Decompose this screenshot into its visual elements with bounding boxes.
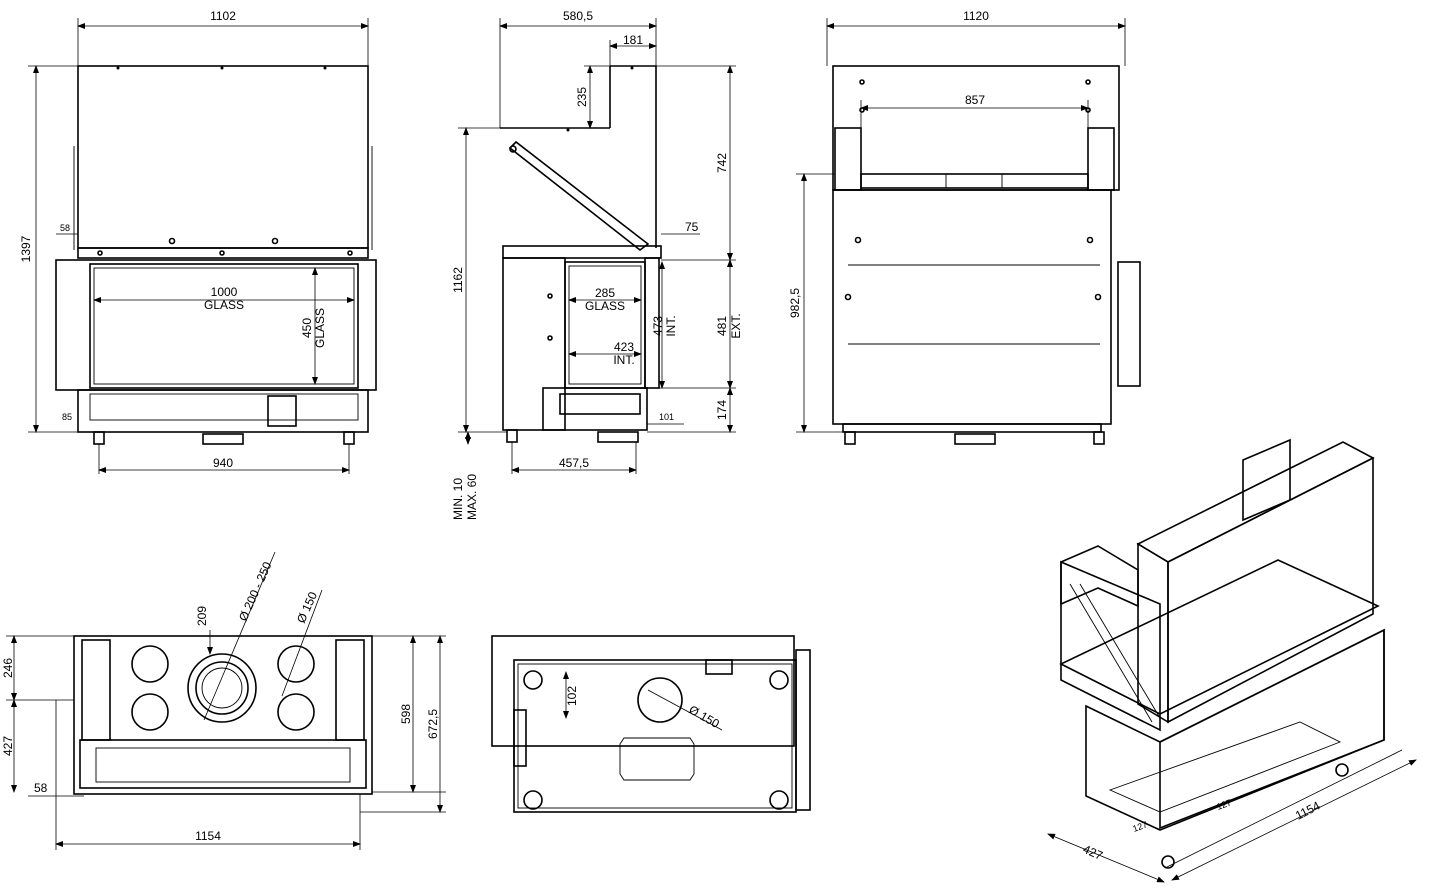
side-int-height: 473 (651, 316, 665, 336)
top-depth: 598 (399, 704, 413, 724)
side-frame-offset: 75 (685, 220, 699, 234)
side-int-depth: 423 (614, 340, 634, 354)
side-upper-height: 742 (715, 153, 729, 173)
iso-corner-a: 127 (1215, 797, 1233, 812)
top-overall-width: 1154 (195, 829, 221, 843)
bottom-inlet-offset: 102 (565, 686, 579, 706)
side-depth: 580,5 (563, 9, 593, 23)
front-view: 1102 1397 58 1000 GLASS 450 GLASS 85 940 (19, 9, 377, 474)
side-ext-height-label: EXT. (729, 313, 743, 338)
top-total-depth: 672,5 (426, 709, 440, 739)
side-glass-depth: 285 (595, 286, 615, 300)
top-flue-diameter: Ø 200 - 250 (236, 559, 275, 623)
iso-corner-b: 127 (1131, 819, 1149, 834)
side-collar-height: 235 (575, 87, 589, 107)
front-glass-width-label: GLASS (204, 298, 244, 312)
back-view: 1120 857 982,5 (788, 9, 1141, 445)
side-feet-max: MAX. 60 (465, 474, 479, 520)
front-side-offset: 58 (60, 223, 70, 233)
side-feet-span: 457,5 (559, 456, 589, 470)
iso-depth: 427 (1081, 842, 1105, 863)
side-view: 580,5 181 235 742 1162 75 285 GLASS 473 … (451, 9, 743, 520)
side-glass-depth-label: GLASS (585, 299, 625, 313)
side-int-height-label: INT. (664, 315, 678, 336)
side-total-height: 1162 (451, 267, 465, 293)
front-bottom-offset: 85 (62, 412, 72, 422)
side-base-offset: 101 (659, 412, 674, 422)
iso-view: 1154 427 127 127 (1047, 438, 1417, 883)
back-top-width: 857 (965, 93, 985, 107)
top-air-diameter: Ø 150 (294, 589, 320, 625)
front-overall-height: 1397 (19, 235, 33, 262)
top-front-offset: 427 (1, 736, 15, 756)
top-side-offset: 58 (34, 781, 48, 795)
top-view: Ø 200 - 250 Ø 150 209 246 427 58 598 672… (1, 551, 446, 850)
side-ext-height: 481 (715, 316, 729, 336)
back-overall-width: 1120 (963, 9, 989, 23)
bottom-inlet-diameter: Ø 150 (687, 702, 723, 731)
top-flue-offset: 209 (195, 606, 209, 626)
front-glass-width: 1000 (211, 285, 238, 299)
front-feet-span: 940 (213, 456, 233, 470)
front-overall-width: 1102 (210, 9, 236, 23)
front-glass-height: 450 (300, 318, 314, 338)
back-body-height: 982,5 (788, 288, 802, 318)
side-feet-min: MIN. 10 (451, 478, 465, 520)
front-glass-height-label: GLASS (313, 308, 327, 348)
side-collar-depth: 181 (623, 33, 643, 47)
side-base-height: 174 (715, 400, 729, 420)
side-int-depth-label: INT. (613, 353, 634, 367)
bottom-view: 102 Ø 150 (491, 635, 811, 813)
top-rear-offset: 246 (1, 658, 15, 678)
